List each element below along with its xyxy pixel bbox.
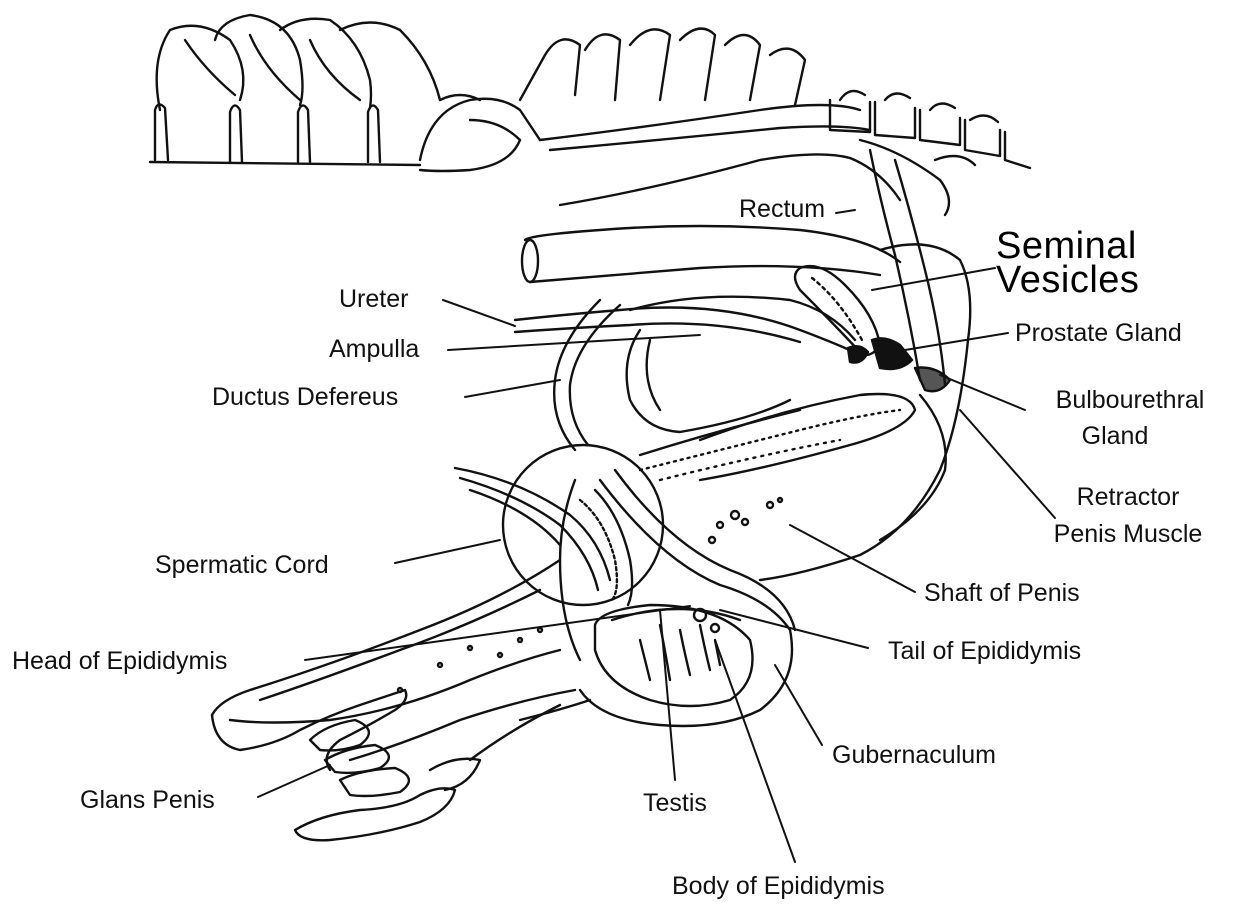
label-bulbourethral-line2: Gland xyxy=(1030,421,1200,451)
accessory-glands xyxy=(795,266,950,391)
ureter-leader xyxy=(443,300,515,326)
glans-leader xyxy=(258,765,330,797)
label-bulbourethral-line1: Bulbourethral xyxy=(1030,385,1230,415)
label-body-of-epididymis: Body of Epididymis xyxy=(672,871,885,901)
label-ampulla: Ampulla xyxy=(329,334,419,364)
spermatic-cord-leader xyxy=(395,540,500,563)
spermatic-cord xyxy=(455,445,663,605)
label-shaft-of-penis: Shaft of Penis xyxy=(924,578,1080,608)
testis-leader xyxy=(660,610,675,780)
label-glans-penis: Glans Penis xyxy=(80,785,215,815)
label-seminal-vesicles-line2: Vesicles xyxy=(996,262,1139,298)
label-gubernaculum: Gubernaculum xyxy=(832,740,996,770)
rectum-leader xyxy=(836,210,855,213)
label-head-of-epididymis: Head of Epididymis xyxy=(12,646,227,676)
vertebral-column xyxy=(150,15,1030,215)
label-retractor-line1: Retractor xyxy=(1036,482,1220,512)
label-spermatic-cord: Spermatic Cord xyxy=(155,550,329,580)
testis-group xyxy=(595,605,753,706)
label-ureter: Ureter xyxy=(339,284,408,314)
bulbourethral-leader xyxy=(940,375,1025,410)
ductus-leader xyxy=(465,380,560,397)
label-tail-of-epididymis: Tail of Epididymis xyxy=(888,636,1081,666)
label-testis: Testis xyxy=(643,788,707,818)
seminal-vesicles-leader xyxy=(872,268,995,290)
head-epididymis-leader xyxy=(305,606,690,660)
tail-epididymis-leader xyxy=(720,610,868,648)
label-prostate-gland: Prostate Gland xyxy=(1015,318,1182,348)
ductus-loop xyxy=(515,297,860,450)
gubernaculum-leader xyxy=(775,665,822,745)
shaft-leader xyxy=(790,525,915,592)
rectum-shape xyxy=(522,154,900,282)
body-epididymis-leader xyxy=(715,640,795,862)
ampulla-leader xyxy=(448,335,700,350)
label-ductus-defereus: Ductus Defereus xyxy=(212,382,398,412)
prostate-leader xyxy=(905,333,1008,350)
glans-penis-shape xyxy=(212,690,560,840)
label-rectum: Rectum xyxy=(739,194,825,224)
label-retractor-line2: Penis Muscle xyxy=(1030,519,1226,549)
